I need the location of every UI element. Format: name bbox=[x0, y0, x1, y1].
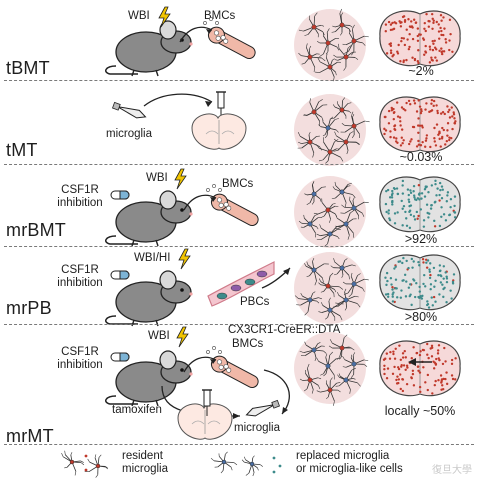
bmcs-label: BMCs bbox=[232, 338, 264, 350]
row-divider bbox=[4, 164, 474, 165]
brain-slice-icon bbox=[177, 403, 233, 440]
mouse-icon bbox=[104, 270, 193, 327]
blood-vessel-icon bbox=[207, 261, 275, 307]
microglia-cluster bbox=[294, 176, 369, 248]
replacement-percent: locally ~50% bbox=[384, 404, 456, 418]
brain-slice-icon bbox=[379, 340, 461, 397]
replacement-percent: >80% bbox=[404, 310, 438, 324]
microglia-cluster bbox=[294, 94, 370, 166]
replacement-percent: ~0.03% bbox=[399, 150, 443, 164]
pipette-icon bbox=[245, 399, 280, 417]
capsule-icon bbox=[110, 352, 130, 362]
watermark: 復旦大學 bbox=[432, 465, 472, 476]
mouse-icon bbox=[104, 190, 193, 247]
bmcs-label: BMCs bbox=[222, 178, 254, 190]
syringe-icon bbox=[216, 91, 226, 118]
microglia-cluster bbox=[294, 8, 369, 82]
lightning-icon bbox=[158, 6, 171, 28]
syringe-icon bbox=[202, 389, 212, 416]
csf1r-line2: inhibition bbox=[57, 197, 103, 209]
row-mrmt: CSF1R inhibition WBI CX3CR1-CreER::DTA B… bbox=[0, 320, 480, 446]
csf1r-line1: CSF1R bbox=[61, 346, 99, 358]
microglia-cluster bbox=[294, 332, 369, 406]
csf1r-line1: CSF1R bbox=[61, 264, 99, 276]
replacement-percent: ~2% bbox=[408, 64, 434, 78]
pipette-icon bbox=[112, 101, 147, 119]
bone-icon bbox=[203, 17, 256, 60]
resident-microglia-icon bbox=[61, 450, 109, 478]
wbi-label: WBI bbox=[128, 10, 150, 22]
replaced-microglia-icon bbox=[210, 451, 282, 477]
capsule-icon bbox=[110, 190, 130, 200]
lightning-icon bbox=[178, 248, 191, 270]
replacement-percent: >92% bbox=[404, 232, 438, 246]
lightning-icon bbox=[174, 168, 187, 190]
csf1r-label: CSF1R inhibition bbox=[50, 264, 110, 290]
transfer-arrow bbox=[183, 194, 217, 211]
legend-replaced-line2: or microglia-like cells bbox=[296, 463, 403, 475]
row-label: tBMT bbox=[6, 58, 50, 78]
legend: resident microglia replaced microglia or… bbox=[0, 446, 480, 480]
row-mrbmt: CSF1R inhibition WBI BMCs >92% mrBMT bbox=[0, 166, 480, 256]
tamoxifen-label: tamoxifen bbox=[112, 404, 162, 416]
wbi-hi-label: WBI/HI bbox=[134, 252, 171, 264]
brain-slice-icon bbox=[379, 254, 461, 311]
row-label: tMT bbox=[6, 140, 38, 160]
lightning-icon bbox=[176, 326, 189, 348]
row-divider bbox=[4, 444, 474, 445]
row-label: mrBMT bbox=[6, 220, 66, 240]
row-tmt: microglia ~0.03% tMT bbox=[0, 84, 480, 174]
csf1r-label: CSF1R inhibition bbox=[50, 346, 110, 372]
pbcs-label: PBCs bbox=[240, 296, 270, 308]
row-divider bbox=[4, 80, 474, 81]
legend-replaced-line1: replaced microglia bbox=[296, 450, 390, 462]
brain-slice-icon bbox=[379, 176, 461, 233]
microglia-cluster bbox=[294, 252, 369, 324]
legend-resident-line2: microglia bbox=[122, 463, 169, 475]
csf1r-line2: inhibition bbox=[57, 359, 103, 371]
microglia-label: microglia bbox=[234, 422, 281, 434]
row-mrpb: CSF1R inhibition WBI/HI PBCs >80% mrPB bbox=[0, 246, 480, 336]
capsule-icon bbox=[110, 270, 130, 280]
cx3cr1-label: CX3CR1-CreER::DTA bbox=[228, 324, 341, 336]
row-label: mrMT bbox=[6, 426, 54, 446]
legend-replaced: replaced microglia or microglia-like cel… bbox=[296, 450, 403, 476]
legend-resident: resident microglia bbox=[122, 450, 168, 476]
bone-icon bbox=[206, 184, 259, 227]
transfer-arrow bbox=[179, 26, 213, 43]
microglia-label: microglia bbox=[106, 128, 153, 140]
brain-slice-icon bbox=[191, 113, 247, 150]
row-divider bbox=[4, 246, 474, 247]
brain-slice-icon bbox=[379, 10, 461, 67]
row-label: mrPB bbox=[6, 298, 52, 318]
mouse-icon bbox=[104, 350, 193, 407]
mouse-icon bbox=[104, 20, 193, 77]
legend-resident-line1: resident bbox=[122, 450, 163, 462]
transfer-arrow bbox=[143, 93, 213, 107]
wbi-label: WBI bbox=[146, 172, 168, 184]
wbi-label: WBI bbox=[148, 330, 170, 342]
csf1r-line2: inhibition bbox=[57, 277, 103, 289]
transfer-arrow bbox=[183, 356, 217, 373]
transfer-arrow bbox=[261, 267, 291, 289]
csf1r-line1: CSF1R bbox=[61, 184, 99, 196]
brain-slice-icon bbox=[379, 96, 461, 153]
row-tbmt: WBI BMCs ~2% tBMT bbox=[0, 0, 480, 88]
row-divider bbox=[4, 324, 474, 325]
csf1r-label: CSF1R inhibition bbox=[50, 184, 110, 210]
